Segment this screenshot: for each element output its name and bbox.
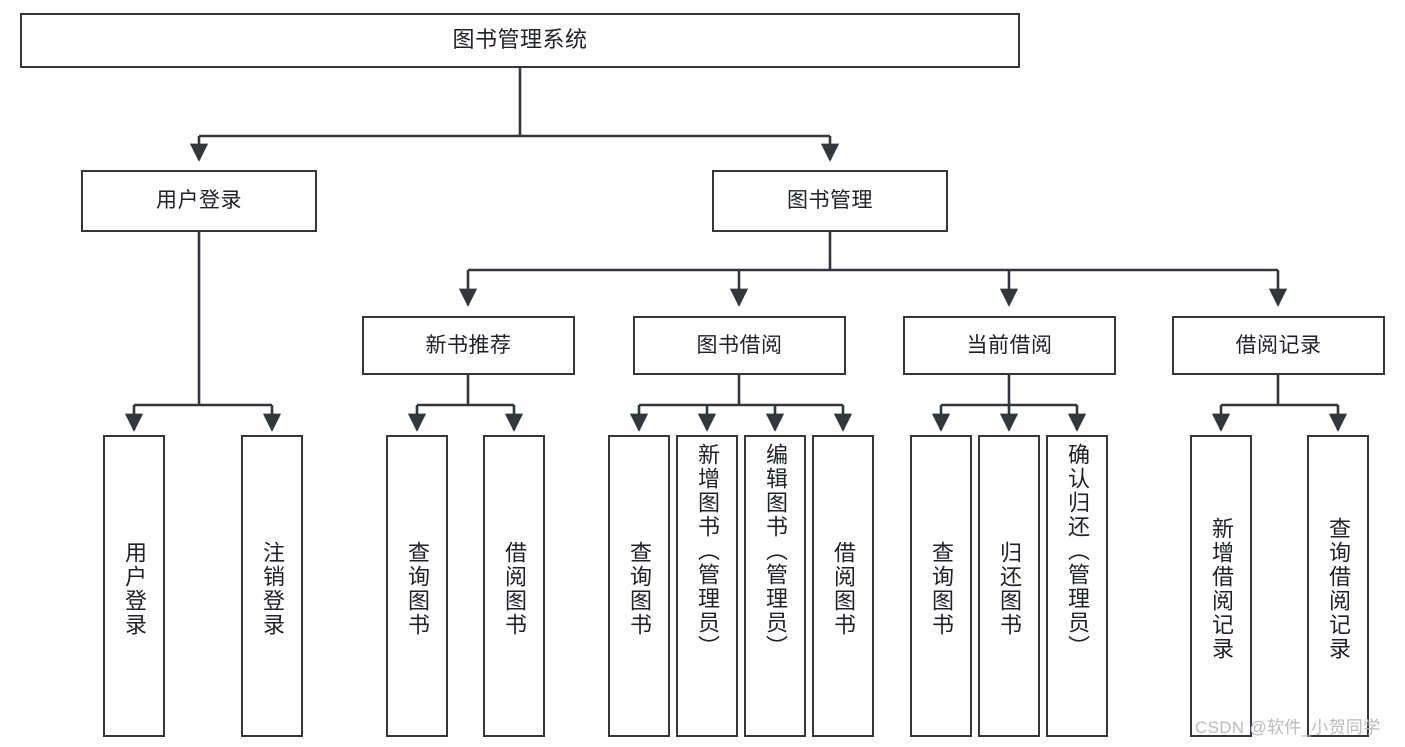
node-label: 用户登录 (156, 189, 242, 213)
node-user-login[interactable]: 用户登录 (81, 170, 317, 232)
node-label: 当前借阅 (966, 333, 1053, 357)
node-label: 用户登录 (121, 541, 147, 637)
leaf-record-add-record[interactable]: 新增借阅记录 (1190, 435, 1252, 737)
node-label: 图书借阅 (696, 333, 783, 357)
leaf-user-login-login[interactable]: 用户登录 (103, 435, 165, 737)
node-label: 借阅图书 (830, 541, 856, 637)
leaf-borrow-query-book[interactable]: 查询图书 (608, 435, 670, 737)
leaf-borrow-edit-book-admin[interactable]: 编辑图书（管理员） (744, 435, 806, 737)
leaf-recommend-borrow-book[interactable]: 借阅图书 (483, 435, 545, 737)
node-label: 新书推荐 (425, 333, 512, 357)
node-label: 查询图书 (928, 541, 954, 637)
leaf-record-query-record[interactable]: 查询借阅记录 (1307, 435, 1369, 737)
node-borrow-record[interactable]: 借阅记录 (1172, 316, 1385, 375)
node-label: 借阅图书 (501, 541, 527, 637)
leaf-borrow-add-book-admin[interactable]: 新增图书（管理员） (676, 435, 738, 737)
node-label: 查询借阅记录 (1325, 517, 1351, 661)
leaf-user-login-logout[interactable]: 注销登录 (241, 435, 303, 737)
node-book-borrow[interactable]: 图书借阅 (633, 316, 846, 375)
node-root-system[interactable]: 图书管理系统 (20, 13, 1020, 68)
node-label: 图书管理 (787, 189, 873, 213)
leaf-current-confirm-return-admin[interactable]: 确认归还（管理员） (1046, 435, 1108, 737)
node-label: 查询图书 (626, 541, 652, 637)
node-current-borrow[interactable]: 当前借阅 (903, 316, 1116, 375)
leaf-borrow-borrow-book[interactable]: 借阅图书 (812, 435, 874, 737)
node-label: 借阅记录 (1235, 333, 1322, 357)
leaf-recommend-query-book[interactable]: 查询图书 (386, 435, 448, 737)
node-label: 确认归还（管理员） (1064, 443, 1090, 659)
node-label: 图书管理系统 (452, 27, 588, 53)
node-label: 归还图书 (996, 541, 1022, 637)
node-book-management[interactable]: 图书管理 (712, 170, 948, 232)
node-label: 新增借阅记录 (1208, 517, 1234, 661)
leaf-current-return-book[interactable]: 归还图书 (978, 435, 1040, 737)
csdn-watermark: CSDN @软件_小贺同学 (1195, 718, 1381, 737)
leaf-current-query-book[interactable]: 查询图书 (910, 435, 972, 737)
node-label: 编辑图书（管理员） (762, 443, 788, 659)
node-label: 查询图书 (404, 541, 430, 637)
node-new-book-recommend[interactable]: 新书推荐 (362, 316, 575, 375)
node-label: 新增图书（管理员） (694, 443, 720, 659)
node-label: 注销登录 (259, 541, 285, 637)
